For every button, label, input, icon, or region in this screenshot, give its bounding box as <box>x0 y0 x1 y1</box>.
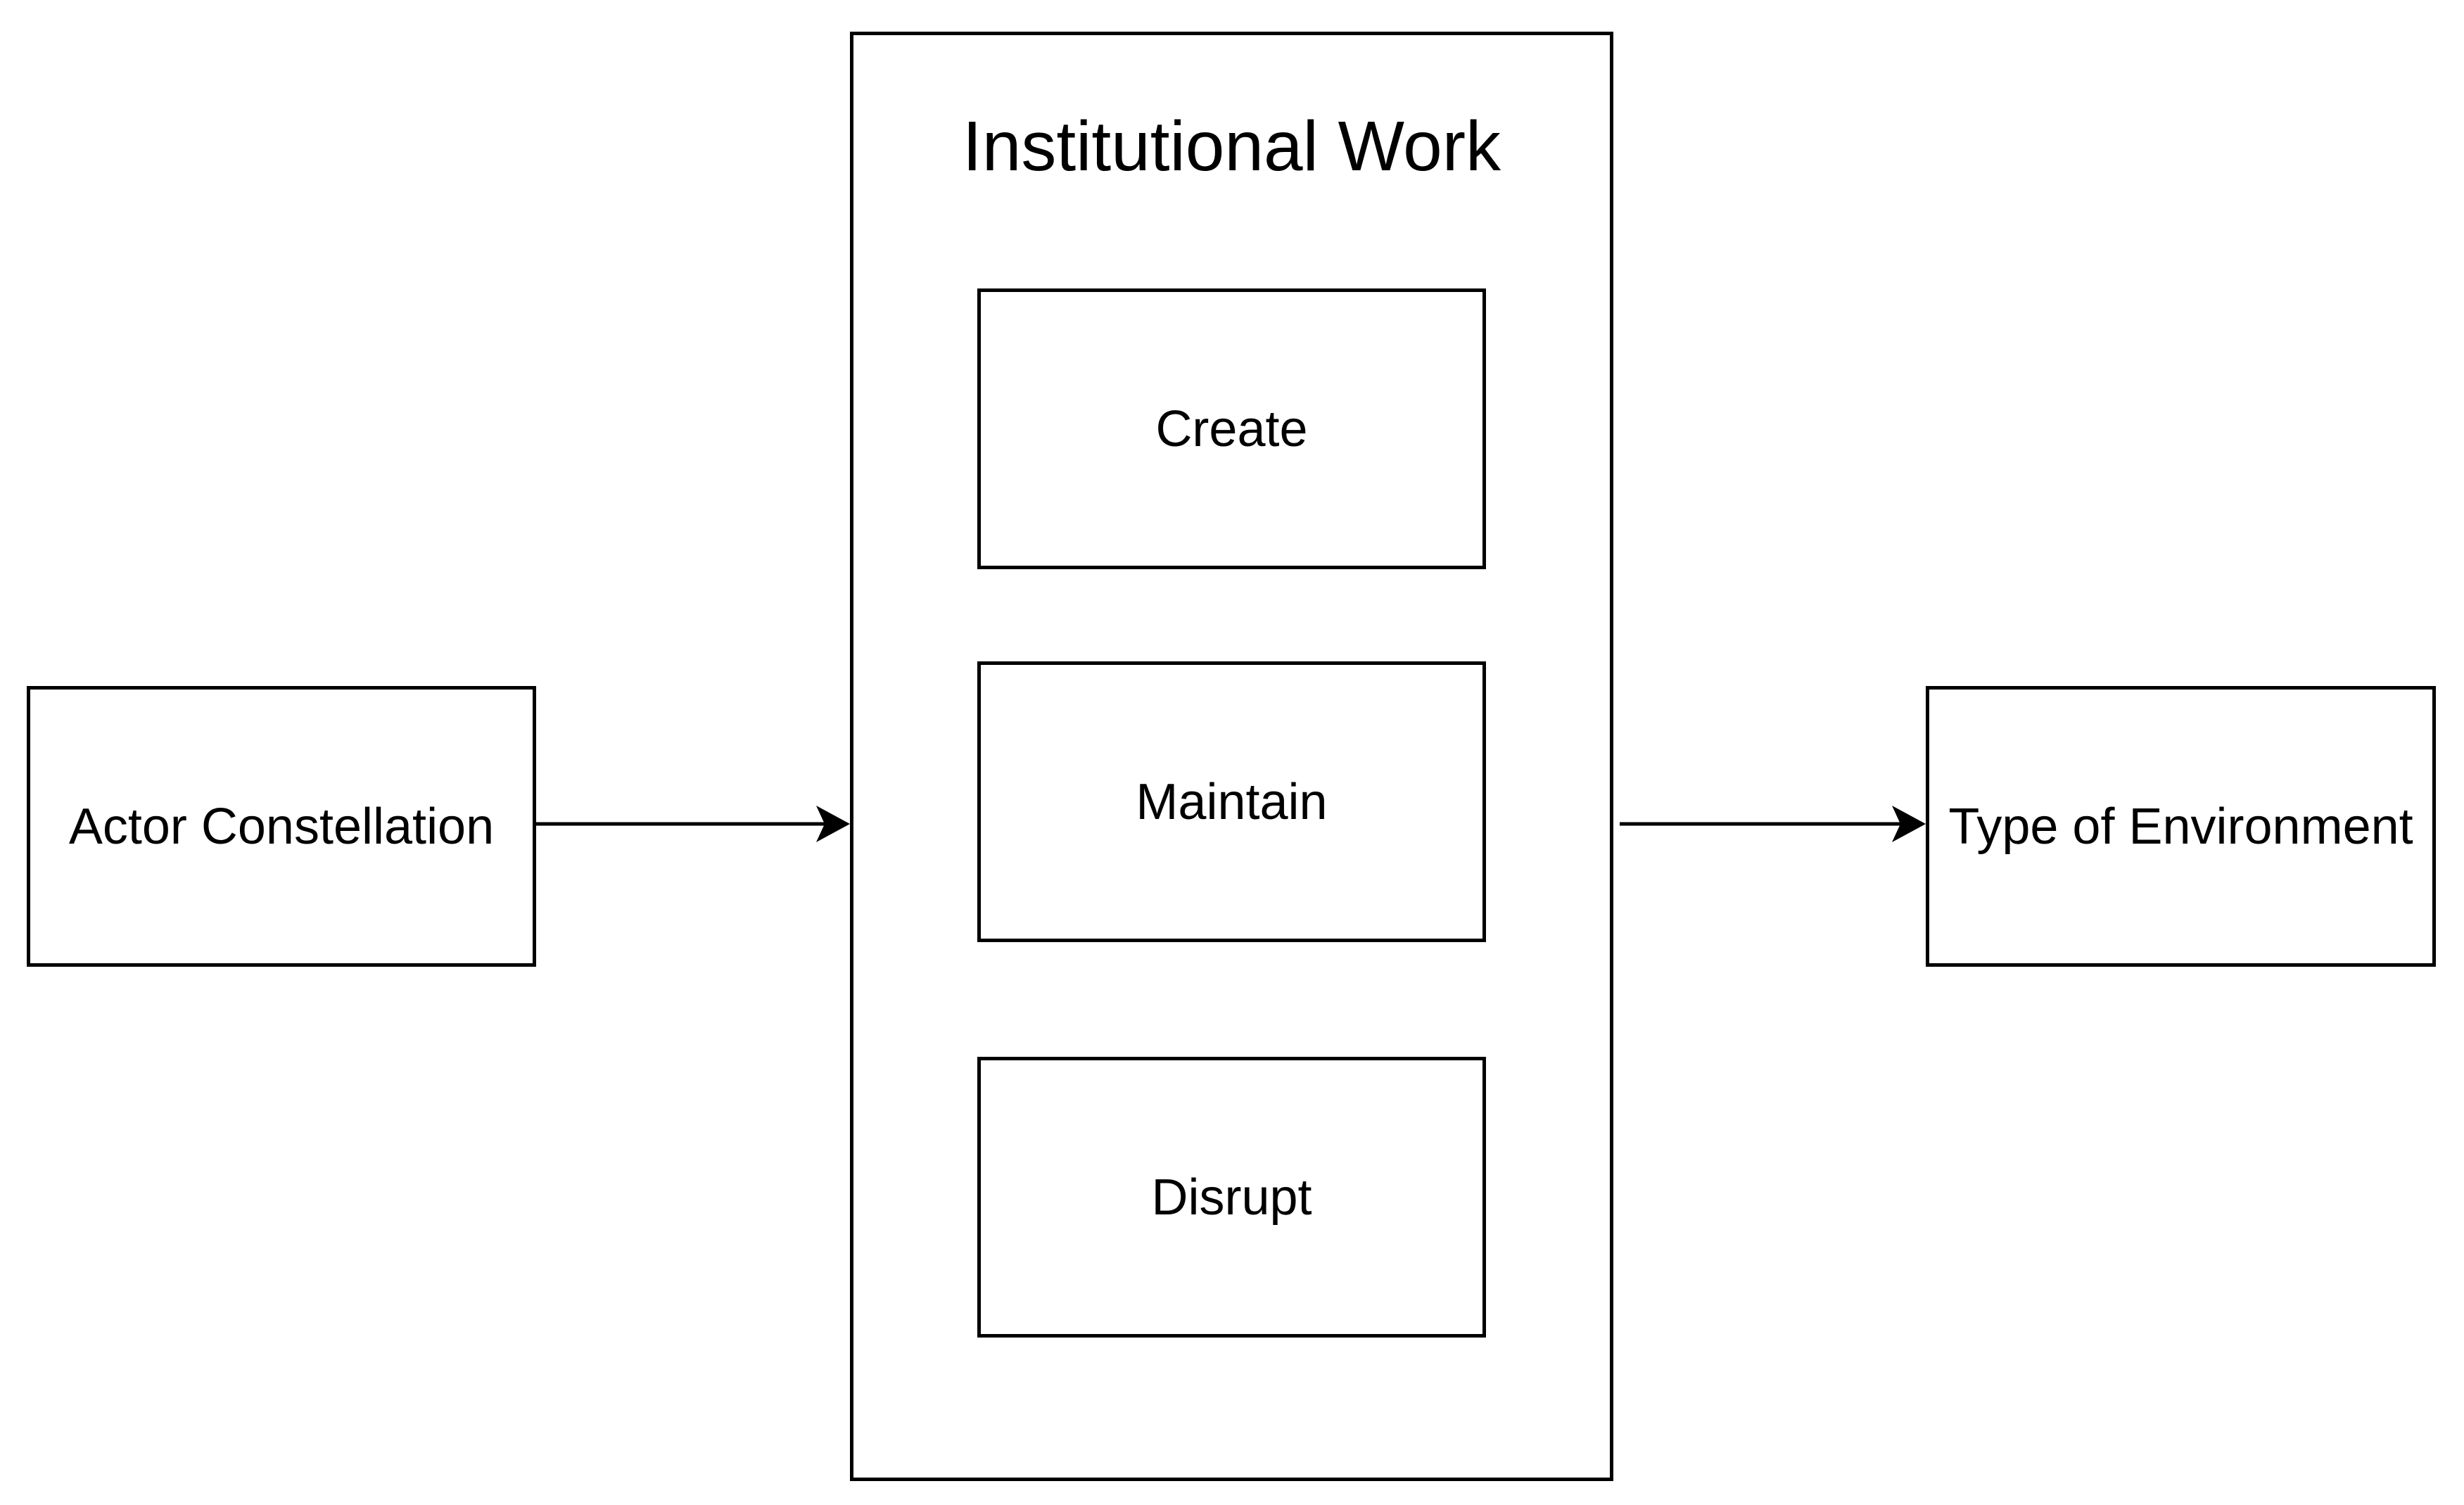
institutional-work-title: Institutional Work <box>962 107 1501 186</box>
type-of-environment-label: Type of Environment <box>1948 798 2413 855</box>
actor-constellation-label: Actor Constellation <box>68 798 495 855</box>
disrupt-label: Disrupt <box>1151 1169 1312 1226</box>
create-box: Create <box>977 288 1486 569</box>
type-of-environment-box: Type of Environment <box>1926 686 2436 967</box>
maintain-box: Maintain <box>977 661 1486 942</box>
disrupt-box: Disrupt <box>977 1057 1486 1338</box>
arrowhead-icon <box>816 806 850 842</box>
actor-constellation-box: Actor Constellation <box>27 686 536 967</box>
arrow-actor-to-work <box>536 806 850 842</box>
maintain-label: Maintain <box>1136 773 1328 830</box>
create-label: Create <box>1155 400 1308 457</box>
arrow-work-to-environment <box>1620 806 1926 842</box>
arrowhead-icon <box>1892 806 1926 842</box>
